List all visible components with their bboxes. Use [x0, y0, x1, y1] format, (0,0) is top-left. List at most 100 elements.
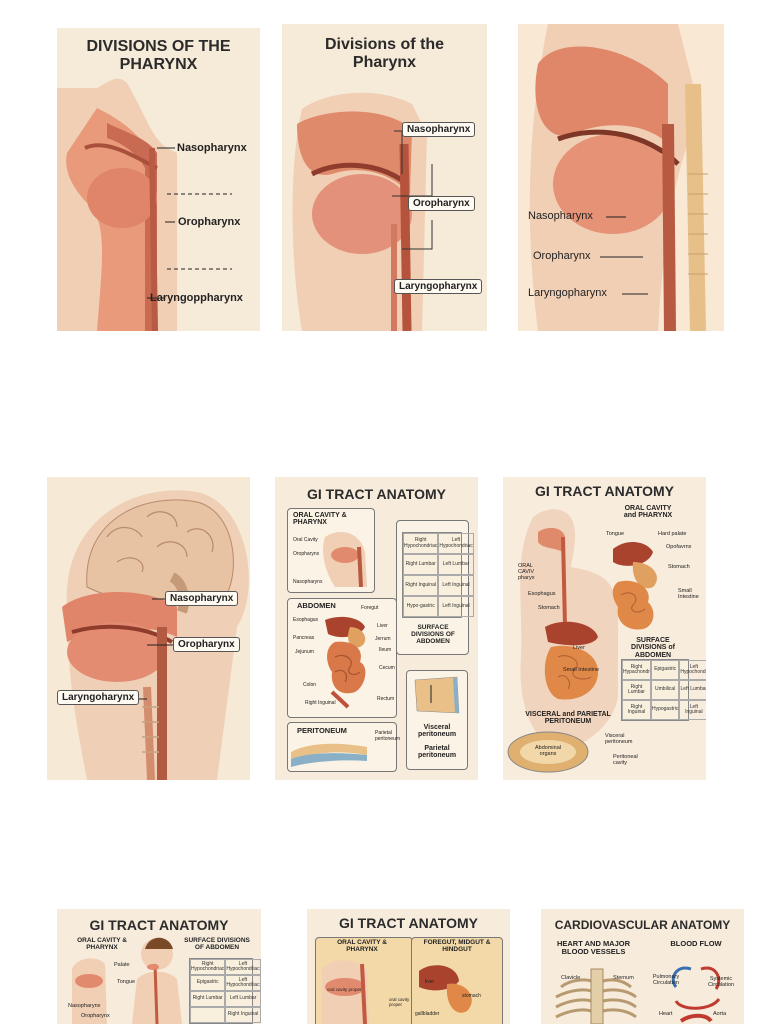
label-oral-caviv: ORAL CAVIV pharyx: [518, 563, 535, 581]
section-peritoneum: PERITONEUM: [297, 726, 347, 735]
label-laryngopharynx: Laryngoppharynx: [150, 292, 243, 304]
label-rectum: Rectum: [377, 696, 395, 702]
label-visceral-peritoneum: Visceral peritoneum: [417, 724, 457, 739]
label-pulmonary-circulation: Pulmonary Circulation: [652, 974, 680, 986]
grid-cell: Right Inguinal: [622, 700, 651, 720]
label-tongue: Tongue: [606, 531, 625, 537]
label-visceral-peritoneum: Visceral peritoneum: [605, 733, 633, 745]
section-oral-cavity: ORAL CAVITY & PHARYNX: [293, 512, 347, 527]
section-surface-divisions: SURFACE DIVISIONS OF ABDOMEN: [411, 624, 455, 645]
card-title: GI TRACT ANATOMY: [89, 917, 229, 933]
grid-cell: Left Inguinal: [438, 575, 474, 596]
label-sternum: Sternum: [613, 975, 634, 981]
label-stomach: Stomach: [538, 605, 560, 611]
card-title: GI TRACT ANATOMY: [339, 915, 478, 931]
label-small-intestine: Small Intestine: [678, 588, 699, 600]
image-card-8[interactable]: GI TRACT ANATOMY ORAL CAVITY & PHARYNX F…: [307, 909, 510, 1024]
grid-cell: Right Lumbar: [622, 680, 651, 700]
label-oropharynx: Oropharynx: [173, 637, 240, 652]
label-peritoneal-cavity: Peritoneal cavity: [613, 754, 638, 766]
label-parietal-peritoneum-2: Parietal peritoneum: [417, 745, 457, 760]
grid-cell: Left Lumbar: [679, 680, 706, 700]
pharynx-illustration: [57, 78, 232, 331]
label-colon: Colon: [303, 682, 317, 688]
grid-cell: Left Inguinal: [438, 596, 474, 617]
label-esophagus: Esophagus: [293, 617, 319, 623]
grid-cell: Left Hypochondr: [679, 660, 706, 680]
section-surface-divisions: SURFACE DIVISIONS OF ABDOMEN: [184, 937, 250, 951]
label-laryngopharynx: Laryngopharynx: [394, 279, 483, 294]
label-ileum: Ileum: [379, 647, 392, 653]
label-jejunum: Jejunum: [295, 649, 314, 655]
grid-cell: Hypo-gastric: [403, 596, 439, 617]
grid-cell: Right Inguinal: [225, 1007, 261, 1023]
image-card-2[interactable]: Divisions of the Pharynx Nasopharynx Oro…: [282, 24, 487, 331]
label-oropharynx: Oropharynx: [533, 250, 591, 262]
section-blood-flow: BLOOD FLOW: [670, 939, 722, 948]
head-sagittal-illustration: [62, 490, 249, 780]
image-card-5[interactable]: GI TRACT ANATOMY ORAL CAVITY & PHARYNX O…: [275, 477, 478, 780]
label-nasopharynx: Nasopharynx: [68, 1003, 101, 1009]
label-nasopharynx: Nasopharynx: [177, 142, 247, 154]
grid-cell: Right Lumbar: [190, 991, 226, 1007]
card-title: Divisions of the Pharynx: [324, 36, 445, 71]
image-card-9[interactable]: CARDIOVASCULAR ANATOMY HEART AND MAJOR B…: [541, 909, 744, 1024]
label-hard-palate: Hard palate: [658, 531, 687, 537]
label-right-inguinal: Right Inguinal: [305, 700, 336, 706]
label-oropharynx: Oropharynx: [178, 216, 241, 228]
image-card-6[interactable]: GI TRACT ANATOMY ORAL CAVITY and PHARYNX…: [503, 477, 706, 780]
gi-illustration: [322, 960, 472, 1024]
label-oropharynx: Oropharynx: [81, 1013, 110, 1019]
label-stomach: stomach: [462, 993, 481, 999]
grid-cell: Right Hypochondriac: [403, 533, 439, 554]
grid-cell: Right Hypochondriac: [190, 959, 226, 975]
label-oral-cavity: Oral Cavity: [293, 537, 318, 543]
layer-illustration: [414, 676, 460, 714]
label-aorta: Aorta: [713, 1011, 727, 1017]
peritoneum-illustration: [291, 743, 367, 767]
abdomen-regions-grid: Right Hypochondriac Left Hypochondriac E…: [189, 958, 261, 1024]
image-card-7[interactable]: GI TRACT ANATOMY ORAL CAVITY & PHARYNX S…: [57, 909, 261, 1024]
grid-cell: Left Lumbar: [438, 554, 474, 575]
pharynx-illustration: [292, 92, 433, 331]
label-esophagus: Esophagus: [528, 591, 556, 597]
label-oral-cavity-proper-2: oral cavity proper: [389, 997, 410, 1007]
label-clavicle: Clavicle: [561, 975, 581, 981]
label-nasopharynx: Nasopharynx: [293, 579, 323, 585]
label-palate: Palate: [114, 962, 130, 968]
pharynx-illustration: [529, 24, 708, 331]
grid-cell: Umbilical: [650, 680, 680, 700]
head-illustration: [323, 532, 367, 587]
grid-cell: Left Lumbar: [225, 991, 261, 1007]
label-systemic-circulation: Systemic Circulation: [708, 976, 734, 988]
label-stomach-2: Stomach: [668, 564, 690, 570]
abdomen-regions-grid: Right Hypachondr Epigastric Left Hypocho…: [621, 659, 706, 721]
cardio-illustration: [555, 966, 721, 1024]
grid-cell: Left Hypochondriac: [225, 959, 261, 975]
grid-cell: Right Inguinal: [403, 575, 439, 596]
grid-cell: Left Hypochondriac: [225, 975, 261, 991]
grid-cell: Epigastric: [190, 975, 226, 991]
label-liver: Liver: [573, 645, 585, 651]
label-liver: Liver: [377, 623, 388, 629]
grid-cell: [190, 1007, 226, 1023]
card-title: DIVISIONS OF THE PHARYNX: [86, 38, 231, 73]
oral-pharynx-illustration: [72, 937, 182, 1024]
image-card-3[interactable]: Nasopharynx Oropharynx Laryngopharynx: [518, 24, 724, 331]
label-nasopharynx: Nasopharynx: [165, 591, 239, 606]
section-oral-cavity: ORAL CAVITY & PHARYNX: [337, 939, 387, 953]
label-gallbladder: gallbladder: [415, 1011, 440, 1017]
label-foregut: Foregut: [361, 605, 379, 611]
image-card-4[interactable]: Nasopharynx Oropharynx Laryngoharynx: [47, 477, 250, 780]
label-jerrum: Jerrum: [375, 636, 391, 642]
label-nasopharynx: Nasopharynx: [528, 210, 593, 222]
label-laryngopharynx: Laryngopharynx: [528, 287, 607, 299]
grid-cell: Left Hypochondriac: [438, 533, 474, 554]
grid-cell: Epigastric: [650, 660, 680, 680]
image-card-1[interactable]: DIVISIONS OF THE PHARYNX Nasopharynx Oro…: [57, 28, 260, 331]
section-surface-divisions: SURFACE DIVISIONS of ABDOMEN: [631, 637, 675, 659]
grid-cell: Hypogastric: [650, 700, 680, 720]
grid-cell: Right Lumbar: [403, 554, 439, 575]
label-oropharynx: Oropharynx: [408, 196, 475, 211]
card-title: GI TRACT ANATOMY: [535, 483, 674, 499]
